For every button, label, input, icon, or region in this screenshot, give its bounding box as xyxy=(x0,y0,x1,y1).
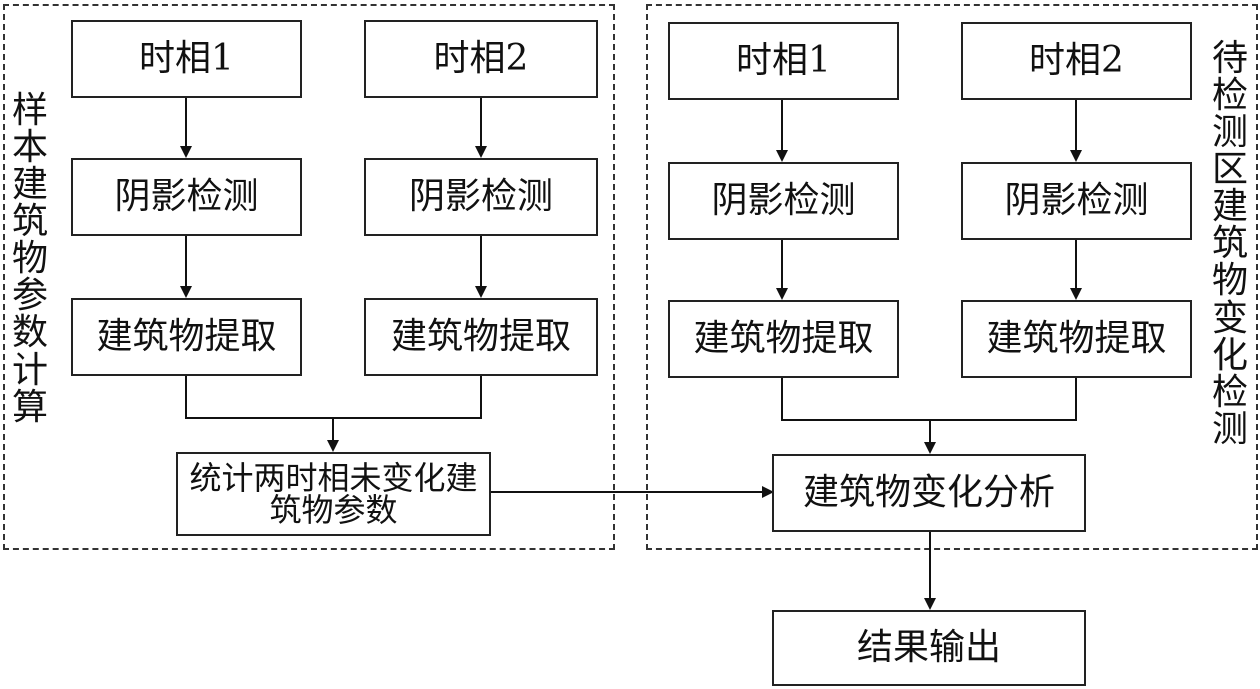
left-building-extract1-box: 建筑物提取 xyxy=(71,298,302,376)
right-phase1-box: 时相1 xyxy=(668,22,899,100)
unchanged-building-stats-box: 统计两时相未变化建筑物参数 xyxy=(176,452,491,536)
right-phase2-box: 时相2 xyxy=(961,22,1192,100)
sample-group-label: 样本建筑物参数计算 xyxy=(11,90,48,428)
right-shadow-detect2-box: 阴影检测 xyxy=(961,162,1192,240)
detection-area-group xyxy=(646,4,1258,550)
left-shadow-detect2-box: 阴影检测 xyxy=(364,158,598,236)
detection-group-label: 待检测区建筑物变化检测 xyxy=(1211,38,1248,450)
left-building-extract2-box: 建筑物提取 xyxy=(364,298,598,376)
sample-parameter-group xyxy=(3,4,615,550)
right-building-extract2-box: 建筑物提取 xyxy=(961,300,1192,378)
right-shadow-detect1-box: 阴影检测 xyxy=(668,162,899,240)
left-phase1-box: 时相1 xyxy=(71,20,302,98)
left-shadow-detect1-box: 阴影检测 xyxy=(71,158,302,236)
right-building-extract1-box: 建筑物提取 xyxy=(668,300,899,378)
building-change-analysis-box: 建筑物变化分析 xyxy=(772,454,1086,532)
left-phase2-box: 时相2 xyxy=(364,20,598,98)
result-output-box: 结果输出 xyxy=(772,610,1086,686)
